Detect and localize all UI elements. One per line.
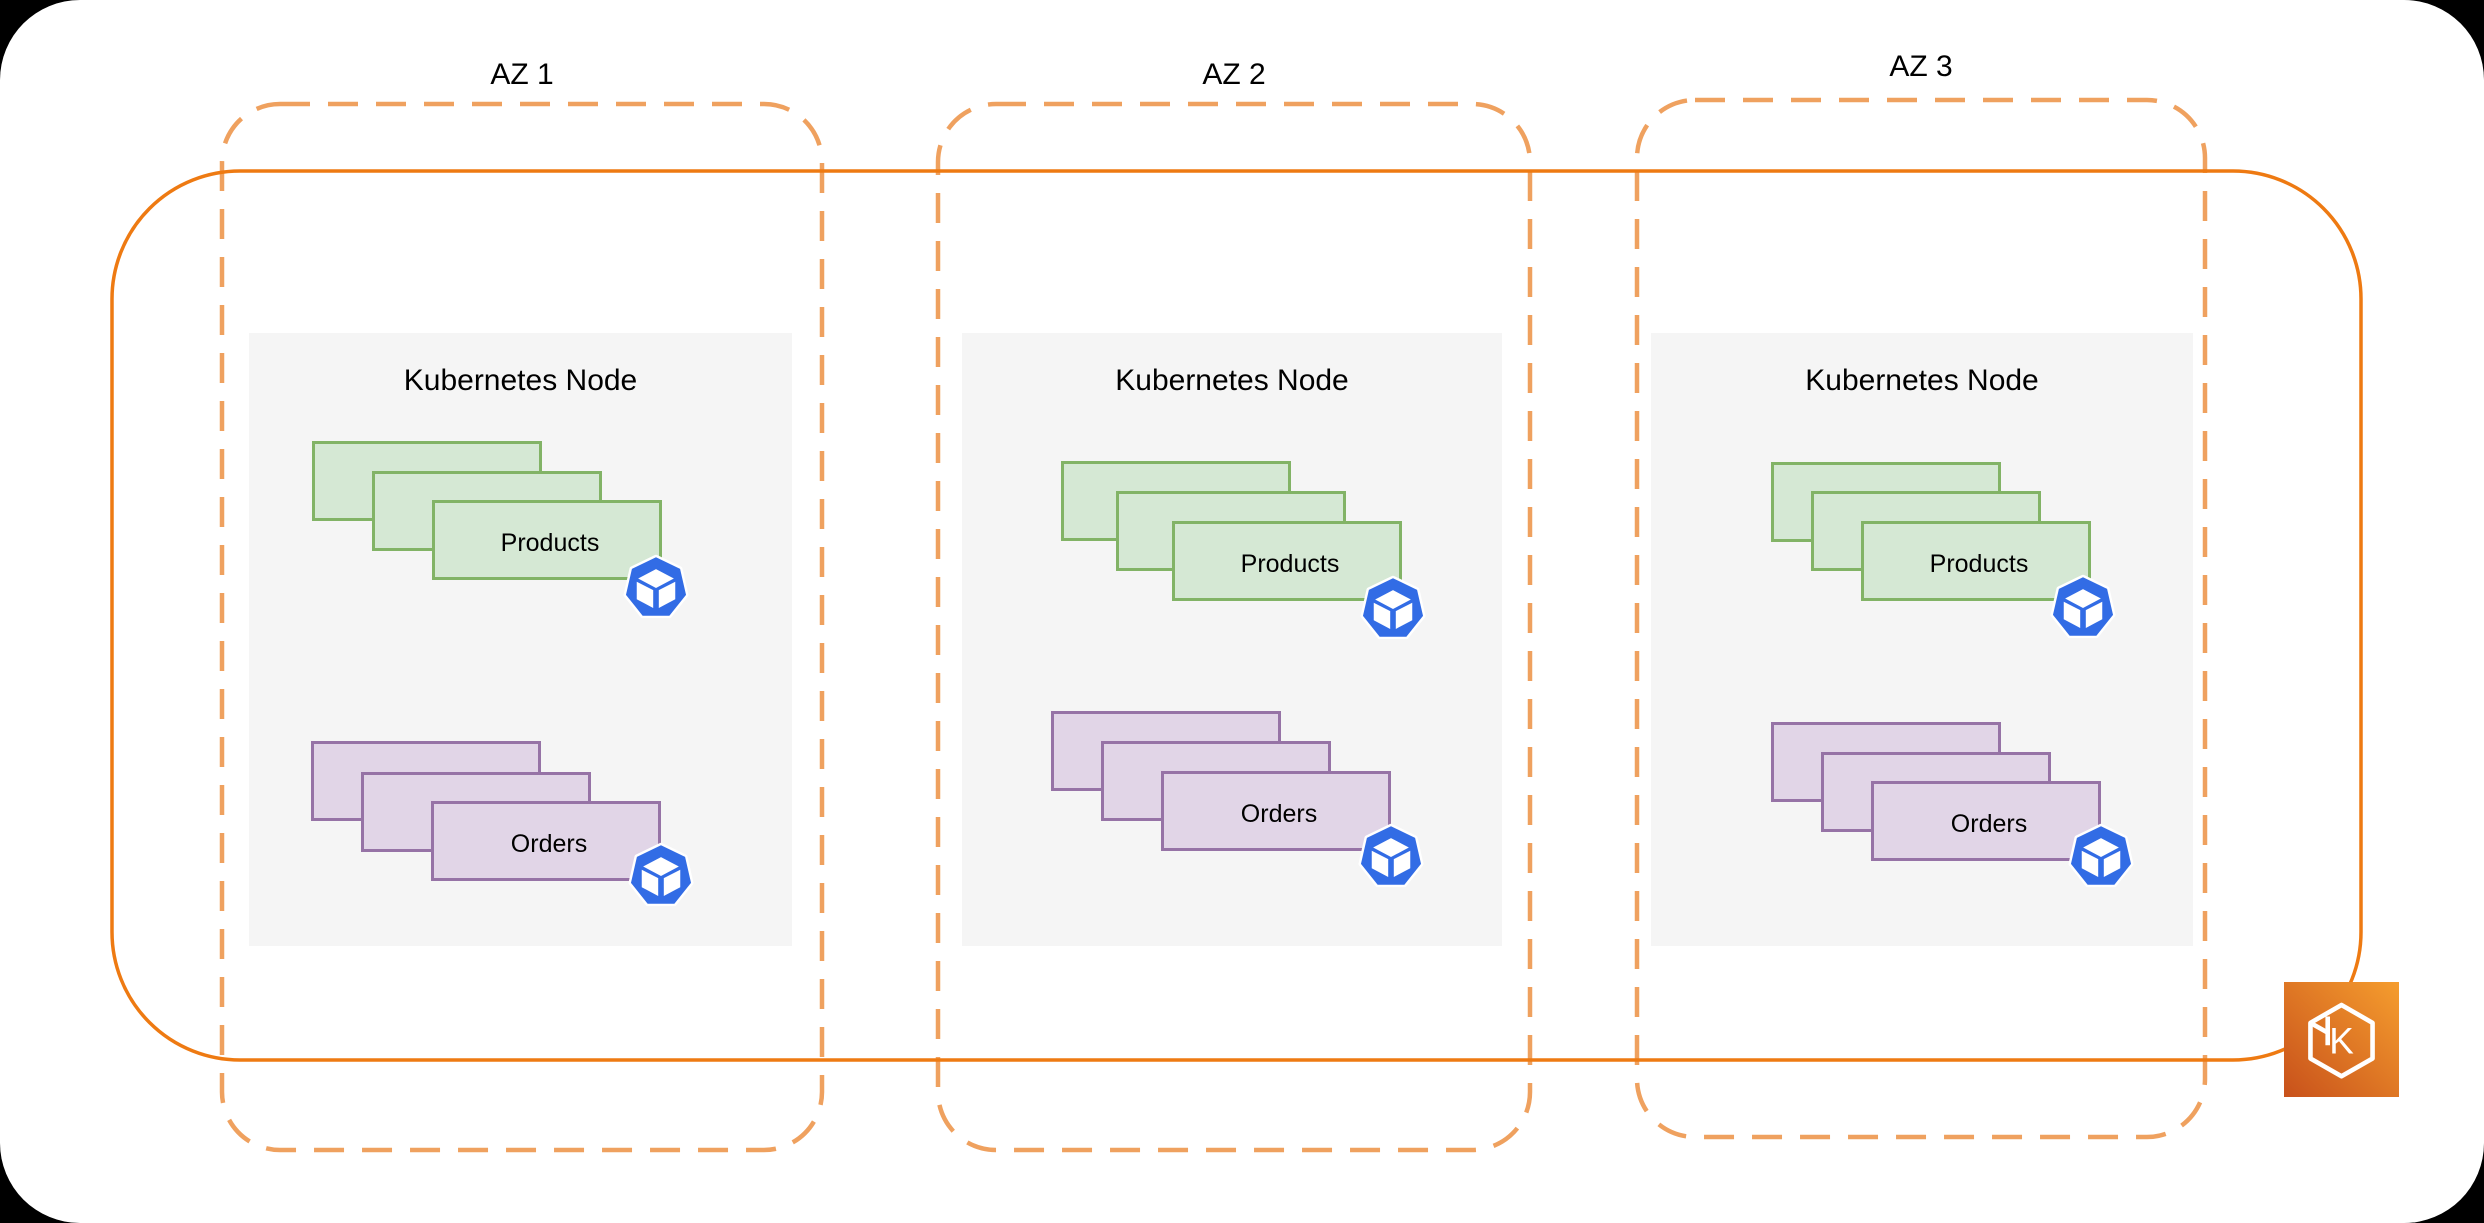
- orders-label-az1: Orders: [510, 830, 588, 858]
- orders-deployment-az2: Orders: [1161, 771, 1391, 851]
- amazon-eks-icon: K: [2284, 982, 2399, 1097]
- products-deployment-az3: Products: [1861, 521, 2091, 601]
- az2-boundary: [935, 101, 1533, 1153]
- products-label-az1: Products: [500, 529, 600, 557]
- kubernetes-node-title-az2: Kubernetes Node: [1115, 364, 1349, 397]
- pod-icon: [1358, 574, 1428, 644]
- products-deployment-az2: Products: [1172, 521, 1402, 601]
- products-label-az2: Products: [1240, 550, 1340, 578]
- orders-deployment-az1: Orders: [431, 801, 661, 881]
- pod-icon: [2048, 573, 2118, 643]
- products-label-az3: Products: [1929, 550, 2029, 578]
- az3-boundary: [1634, 97, 2208, 1140]
- pod-icon: [1356, 822, 1426, 892]
- orders-deployment-az3: Orders: [1871, 781, 2101, 861]
- kubernetes-node-title-az1: Kubernetes Node: [403, 364, 638, 397]
- kubernetes-node-title-az3: Kubernetes Node: [1805, 364, 2039, 397]
- eks-cluster-boundary: [110, 169, 2363, 1062]
- az3-label: AZ 3: [1889, 50, 1953, 83]
- az1-label: AZ 1: [490, 58, 554, 91]
- orders-label-az3: Orders: [1950, 810, 2028, 838]
- az2-label: AZ 2: [1202, 58, 1266, 91]
- az1-boundary: [219, 101, 825, 1153]
- orders-label-az2: Orders: [1240, 800, 1318, 828]
- products-deployment-az1: Products: [432, 500, 662, 580]
- pod-icon: [2066, 822, 2136, 892]
- eks-letter: K: [2329, 1020, 2354, 1061]
- pod-icon: [626, 841, 696, 911]
- pod-icon: [621, 553, 691, 623]
